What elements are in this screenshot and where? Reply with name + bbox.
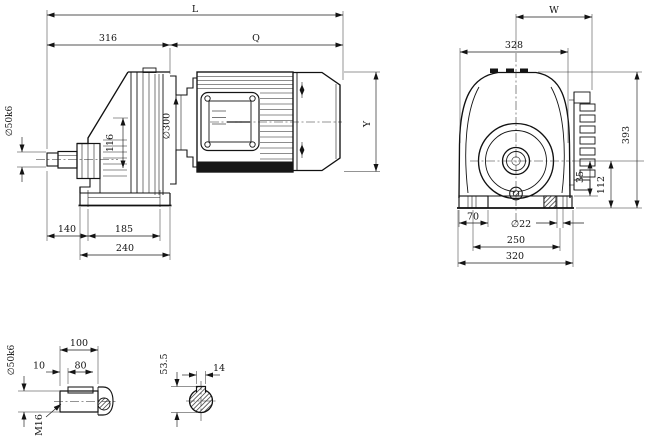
- key-section-dimensions: 53.5 14: [159, 353, 225, 427]
- dim-motor-length: Q: [252, 33, 260, 44]
- dim-bolt-spacing: 250: [507, 235, 525, 246]
- dim-base-width: 320: [506, 251, 524, 262]
- front-base: [457, 195, 574, 209]
- dim-housing-width: 328: [505, 40, 523, 51]
- key-section-detail: 53.5 14: [159, 353, 225, 427]
- dim-motor-height: Y: [362, 120, 373, 128]
- dim-key-length: 80: [74, 361, 86, 372]
- dim-width-over-fan: W: [549, 5, 559, 16]
- dim-tapped-hole: M16: [34, 414, 45, 436]
- shaft-key: [67, 386, 94, 394]
- dim-flange-diameter: ∅300: [162, 113, 173, 139]
- motor-belly-band: [197, 161, 293, 172]
- casting-contour-left: [465, 86, 480, 194]
- dim-input-116: 116: [105, 134, 116, 152]
- dim-key-offset: 10: [33, 361, 45, 372]
- shaft-end-cap: [98, 386, 114, 416]
- dim-shaft-center-height: 112: [596, 176, 607, 194]
- drain-plug: [509, 186, 523, 201]
- front-view-dimensions: W 328 393 35 112 70 ∅22: [457, 5, 644, 267]
- dim-shaft-diameter: ∅50k6: [5, 105, 15, 136]
- shaft-detail-dimensions: 100 10 80 ∅50k6 M16: [7, 338, 99, 436]
- gearbox-housing: [76, 67, 197, 207]
- dim-shaft-to-foot: 140: [58, 224, 76, 235]
- dim-total-height: 393: [621, 126, 632, 144]
- motor-fins-top: [197, 76, 293, 89]
- front-housing: [458, 53, 571, 225]
- fan-shroud-front: [569, 91, 596, 191]
- dim-foot-length: 240: [116, 243, 134, 254]
- left-foot: [458, 195, 489, 209]
- dim-center-to-foot: 35: [575, 171, 586, 183]
- section-mark: [97, 397, 111, 411]
- dim-height-over-key: 53.5: [159, 353, 170, 374]
- motor-adapter: [170, 75, 197, 185]
- side-view-dimensions: L 316 Q ∅50k6 116 ∅300 Y: [5, 4, 380, 260]
- motor: [196, 71, 342, 173]
- motor-fins-right: [260, 92, 293, 160]
- side-view: L 316 Q ∅50k6 116 ∅300 Y: [5, 4, 380, 260]
- fan-cover: [293, 71, 341, 172]
- dim-key-width: 14: [213, 363, 225, 374]
- front-view: W 328 393 35 112 70 ∅22: [457, 5, 644, 267]
- dim-overall-length: L: [192, 4, 199, 15]
- shaft-end-detail: 100 10 80 ∅50k6 M16: [7, 338, 118, 436]
- gearbox-foot: [78, 187, 172, 207]
- terminal-plate: [200, 91, 260, 152]
- dim-shaft-length: 100: [70, 338, 88, 349]
- casting-contour-right: [550, 86, 565, 194]
- dim-shaft-detail-diameter: ∅50k6: [7, 344, 17, 375]
- dim-foot-bolt-spacing: 185: [115, 224, 133, 235]
- lifting-marks: [299, 82, 305, 158]
- dim-bolt-hole-diameter: ∅22: [511, 219, 531, 230]
- dim-gearcase-length: 316: [99, 33, 117, 44]
